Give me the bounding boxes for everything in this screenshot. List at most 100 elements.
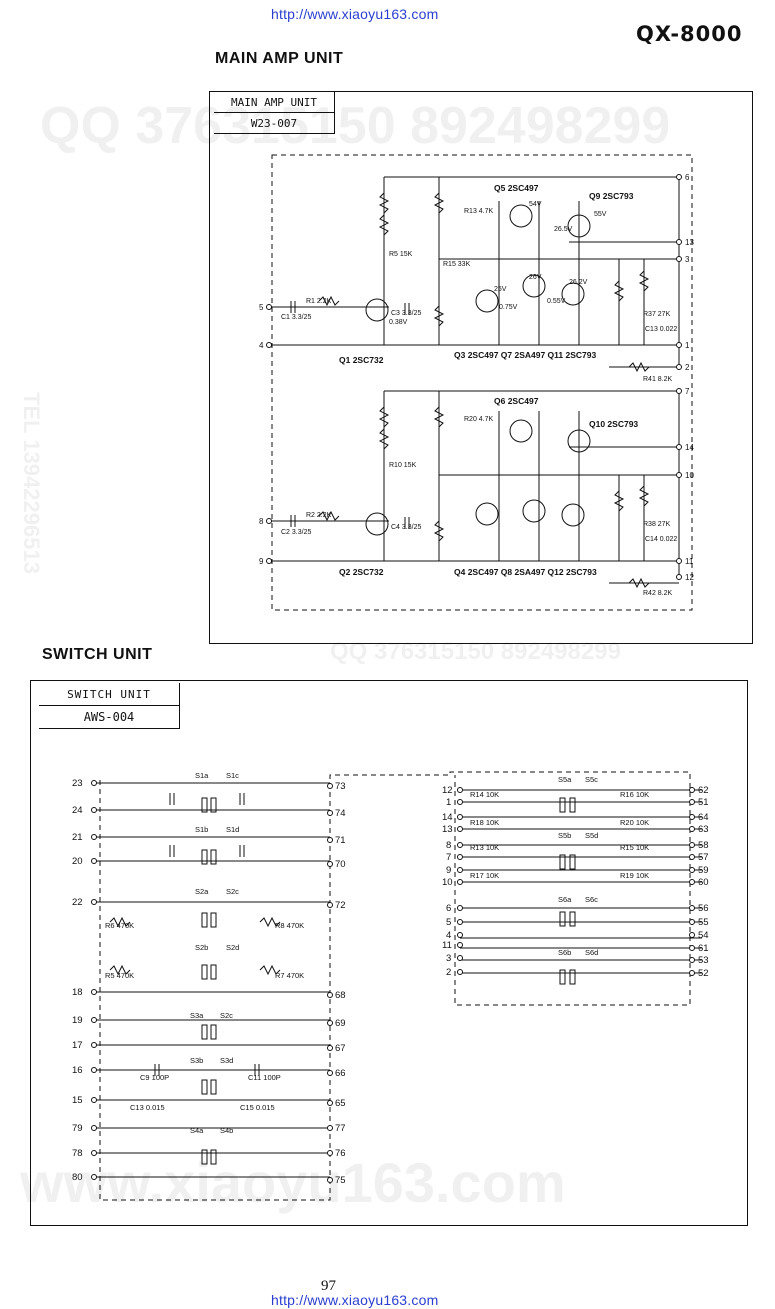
svg-text:R8 470K: R8 470K	[275, 921, 304, 930]
source-url-bottom[interactable]: http://www.xiaoyu163.com	[271, 1292, 439, 1308]
svg-text:3: 3	[446, 953, 451, 964]
svg-text:56: 56	[698, 903, 709, 914]
svg-text:15: 15	[72, 1095, 83, 1106]
svg-text:19: 19	[72, 1015, 83, 1026]
svg-text:2: 2	[685, 363, 690, 372]
svg-text:80: 80	[72, 1172, 83, 1183]
svg-text:51: 51	[698, 797, 709, 808]
watermark-qq-mid: QQ 376315150 892498299	[330, 638, 621, 665]
svg-text:22: 22	[72, 897, 83, 908]
svg-text:S1a: S1a	[195, 771, 209, 780]
svg-text:79: 79	[72, 1123, 83, 1134]
svg-text:R20 4.7K: R20 4.7K	[464, 416, 494, 423]
svg-text:53: 53	[698, 955, 709, 966]
svg-text:61: 61	[698, 943, 709, 954]
svg-text:C1 3.3/25: C1 3.3/25	[281, 314, 311, 321]
switch-unit-box-title: SWITCH UNIT	[39, 683, 180, 706]
svg-text:55V: 55V	[594, 211, 607, 218]
svg-text:10: 10	[685, 471, 694, 480]
svg-text:Q6 2SC497: Q6 2SC497	[494, 396, 539, 406]
svg-text:5: 5	[446, 917, 451, 928]
svg-text:S6b: S6b	[558, 948, 571, 957]
watermark-tel: TEL 13942296513	[18, 392, 44, 574]
watermark-qq-top: QQ 376315150 892498299	[40, 97, 671, 155]
svg-text:Q4 2SC497 Q8 2SA497 Q12 2SC7: Q4 2SC497 Q8 2SA497 Q12 2SC793	[454, 567, 597, 577]
svg-text:R16 10K: R16 10K	[620, 790, 649, 799]
svg-text:S4b: S4b	[220, 1126, 233, 1135]
svg-text:R6 470K: R6 470K	[105, 921, 134, 930]
svg-text:S6a: S6a	[558, 895, 572, 904]
svg-text:S1c: S1c	[226, 771, 239, 780]
svg-text:70: 70	[335, 859, 346, 870]
svg-text:C11 100P: C11 100P	[248, 1073, 281, 1082]
svg-text:69: 69	[335, 1018, 346, 1029]
svg-text:S3d: S3d	[220, 1056, 233, 1065]
svg-text:54: 54	[698, 930, 709, 941]
svg-text:18: 18	[72, 987, 83, 998]
svg-text:60: 60	[698, 877, 709, 888]
svg-text:3: 3	[685, 255, 690, 264]
svg-text:R37 27K: R37 27K	[643, 311, 671, 318]
svg-text:S1d: S1d	[226, 825, 239, 834]
svg-text:13: 13	[685, 238, 694, 247]
svg-text:0.55V: 0.55V	[547, 298, 566, 305]
svg-text:13: 13	[442, 824, 453, 835]
svg-text:65: 65	[335, 1098, 346, 1109]
svg-text:5: 5	[259, 303, 264, 312]
svg-text:77: 77	[335, 1123, 346, 1134]
svg-text:S5b: S5b	[558, 831, 571, 840]
svg-text:76: 76	[335, 1148, 346, 1159]
svg-text:Q10 2SC793: Q10 2SC793	[589, 419, 638, 429]
svg-text:R41 8.2K: R41 8.2K	[643, 376, 673, 383]
page-number: 97	[321, 1278, 336, 1294]
svg-text:20: 20	[72, 856, 83, 867]
svg-text:25V: 25V	[494, 286, 507, 293]
svg-text:26.5V: 26.5V	[554, 226, 573, 233]
svg-text:S3a: S3a	[190, 1011, 204, 1020]
svg-text:16: 16	[72, 1065, 83, 1076]
svg-text:C13 0.022: C13 0.022	[645, 326, 677, 333]
main-amp-box-title: MAIN AMP UNIT	[214, 92, 335, 113]
svg-text:6: 6	[685, 173, 690, 182]
svg-text:R17 10K: R17 10K	[470, 871, 499, 880]
svg-text:S2a: S2a	[195, 887, 209, 896]
svg-text:C3 3.3/25: C3 3.3/25	[391, 310, 421, 317]
svg-text:Q9 2SC793: Q9 2SC793	[589, 191, 634, 201]
svg-text:R5 470K: R5 470K	[105, 971, 134, 980]
source-url-top[interactable]: http://www.xiaoyu163.com	[271, 6, 439, 22]
svg-text:R13 4.7K: R13 4.7K	[464, 208, 494, 215]
main-amp-section-title: MAIN AMP UNIT	[215, 50, 344, 67]
svg-text:S5a: S5a	[558, 775, 572, 784]
svg-text:54V: 54V	[529, 201, 542, 208]
svg-text:R2 2.2K: R2 2.2K	[306, 512, 332, 519]
svg-text:S1b: S1b	[195, 825, 208, 834]
main-amp-box-code: W23-007	[214, 113, 335, 134]
svg-text:9: 9	[259, 557, 264, 566]
svg-text:7: 7	[685, 387, 690, 396]
svg-text:0.75V: 0.75V	[499, 304, 518, 311]
svg-text:S6c: S6c	[585, 895, 598, 904]
svg-text:58: 58	[698, 840, 709, 851]
svg-text:S2c: S2c	[220, 1011, 233, 1020]
svg-text:R20 10K: R20 10K	[620, 818, 649, 827]
svg-text:2: 2	[446, 967, 451, 978]
switch-unit-frame: SWITCH UNIT AWS-004	[30, 680, 748, 1226]
svg-text:7: 7	[446, 852, 451, 863]
svg-text:Q2 2SC732: Q2 2SC732	[339, 567, 384, 577]
switch-unit-section-title: SWITCH UNIT	[42, 646, 153, 663]
svg-text:64: 64	[698, 812, 709, 823]
svg-text:R38 27K: R38 27K	[643, 521, 671, 528]
svg-text:62: 62	[698, 785, 709, 796]
svg-text:R7 470K: R7 470K	[275, 971, 304, 980]
svg-text:74: 74	[335, 808, 346, 819]
svg-text:66: 66	[335, 1068, 346, 1079]
switch-unit-box-code: AWS-004	[39, 706, 180, 729]
svg-text:55: 55	[698, 917, 709, 928]
svg-text:R13 10K: R13 10K	[470, 843, 499, 852]
svg-text:6: 6	[446, 903, 451, 914]
svg-text:Q3 2SC497 Q7 2SA497 Q11 2SC7: Q3 2SC497 Q7 2SA497 Q11 2SC793	[454, 350, 597, 360]
svg-text:11: 11	[685, 557, 694, 566]
svg-text:75: 75	[335, 1175, 346, 1186]
svg-text:10: 10	[442, 877, 453, 888]
svg-text:23: 23	[72, 778, 83, 789]
